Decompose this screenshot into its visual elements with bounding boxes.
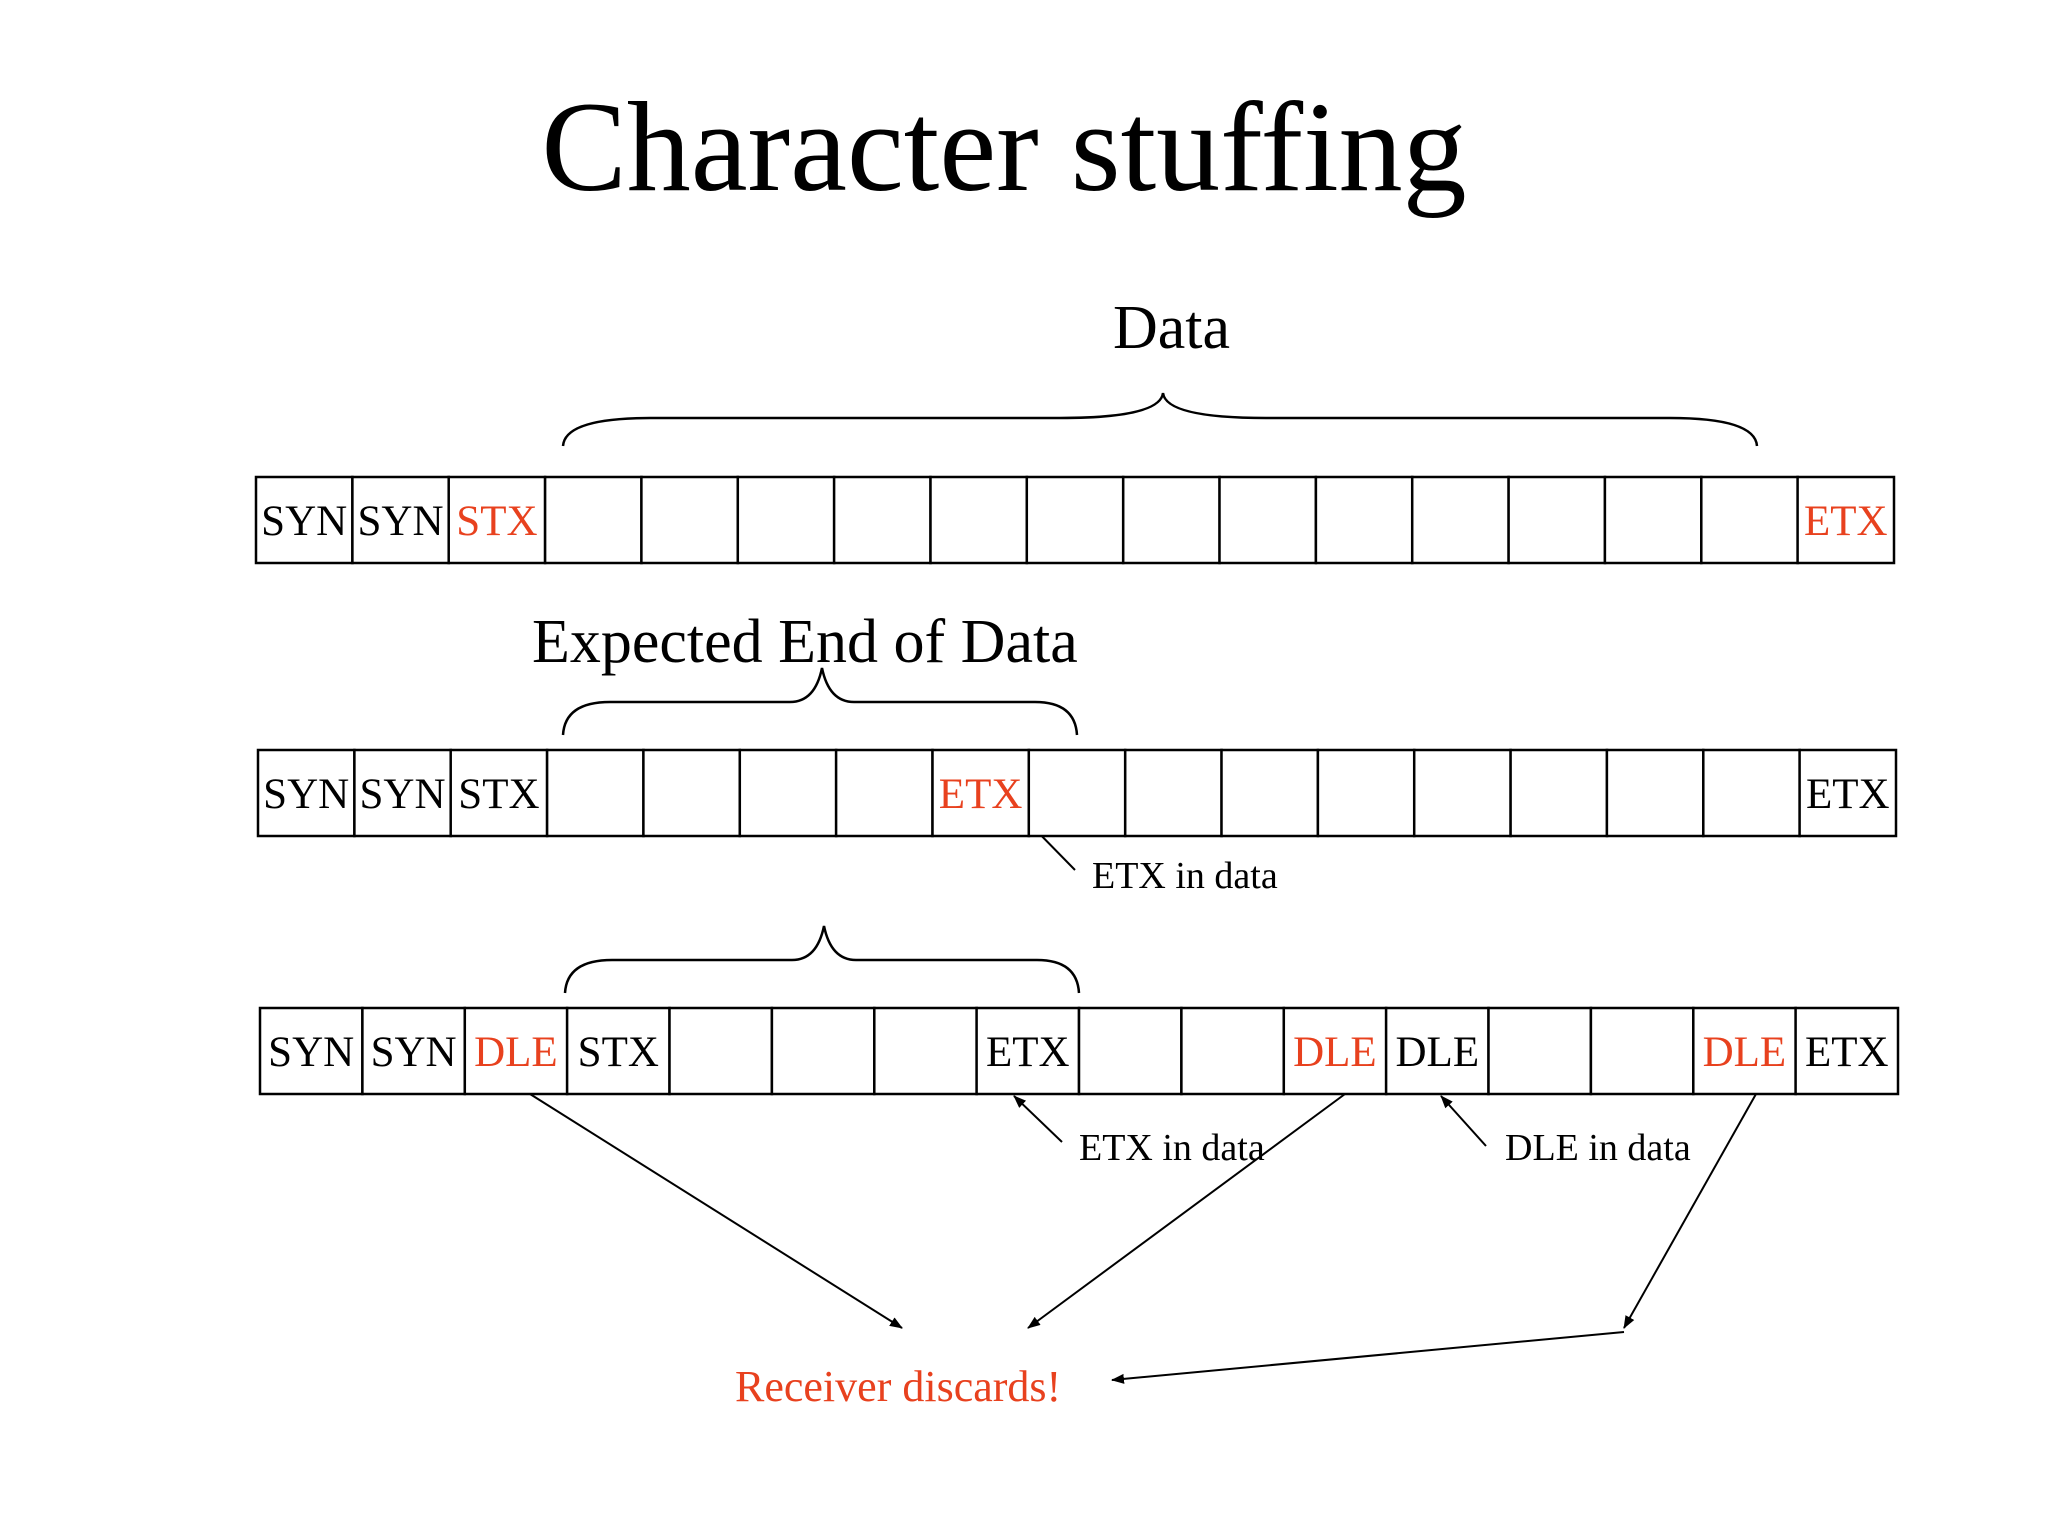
frame-cell: [353, 748, 453, 838]
frame-cell: [975, 1006, 1081, 1096]
frame-cell: [463, 1006, 569, 1096]
frame-cell-label: ETX: [986, 1029, 1070, 1076]
frame-cell: [1027, 748, 1127, 838]
etx-in-data-label-1: ETX in data: [1092, 855, 1278, 897]
stuffed-brace: [563, 925, 1081, 994]
etx-in-data-arrow-2: [1013, 1095, 1063, 1143]
frame-cell-label: STX: [578, 1029, 659, 1076]
data-label: Data: [1113, 294, 1231, 362]
frame-cell-label: SYN: [263, 771, 349, 818]
frame-cell-label: ETX: [1805, 1029, 1889, 1076]
frame-cell: [565, 1006, 671, 1096]
expected-end-label: Expected End of Data: [532, 608, 1078, 676]
frame-cell: [1316, 748, 1416, 838]
dle-in-data-label: DLE in data: [1505, 1127, 1691, 1169]
frame-cell: [1603, 475, 1703, 565]
receiver-discards-label: Receiver discards!: [735, 1362, 1062, 1411]
frame-cell: [1702, 748, 1801, 838]
frame-cell-label: ETX: [1804, 498, 1888, 545]
frame-cell-label: DLE: [1293, 1029, 1377, 1076]
frame-cell: [1077, 1006, 1183, 1096]
frame-cell: [640, 475, 740, 565]
frame-cell: [1123, 748, 1223, 838]
frame-cell: [668, 1006, 774, 1096]
frame-cell-label: SYN: [371, 1029, 457, 1076]
frame-cell: [545, 748, 645, 838]
frame-cell: [873, 1006, 978, 1096]
frame-cell-label: SYN: [359, 771, 445, 818]
frame-cell: [1798, 748, 1898, 838]
frame-cell: [1509, 748, 1609, 838]
frame-cell: [361, 1006, 467, 1096]
frame-cell: [1410, 475, 1510, 565]
data-brace: [561, 392, 1759, 447]
frame-cell: [1412, 748, 1512, 838]
frame-cell-label: DLE: [474, 1029, 558, 1076]
discard-arrow-3a: [1623, 1093, 1757, 1329]
discard-arrow-1: [529, 1093, 903, 1329]
frame-cell-label: SYN: [268, 1029, 354, 1076]
etx-in-data-label-2: ETX in data: [1079, 1127, 1265, 1169]
frame-cell: [1025, 475, 1125, 565]
frame-cell: [929, 475, 1029, 565]
frame-cell: [258, 1006, 364, 1096]
frame-cell: [832, 475, 932, 565]
frame-cell: [1692, 1006, 1797, 1096]
frame-cell: [1121, 475, 1221, 565]
frame-cell-label: SYN: [261, 498, 347, 545]
frame-cell: [1796, 475, 1896, 565]
frame-cell-label: STX: [456, 498, 537, 545]
frame-cell: [1589, 1006, 1695, 1096]
discard-arrow-3b: [1111, 1331, 1625, 1384]
frame-cell: [642, 748, 742, 838]
frame-cell: [1220, 748, 1320, 838]
frame-cell: [736, 475, 836, 565]
frame-cell: [1507, 475, 1607, 565]
discard-arrow-2: [1027, 1093, 1346, 1329]
frame-cell: [256, 748, 356, 838]
frame-stuffed: SYN SYN DLE STX ETX DLE DLE DLE ETX: [258, 1006, 1900, 1096]
frame-cell: [543, 475, 643, 565]
frame-cell: [1487, 1006, 1593, 1096]
frame-cell: [449, 748, 549, 838]
frame-cell-label: DLE: [1396, 1029, 1480, 1076]
frame-cell: [770, 1006, 876, 1096]
slide-title: Character stuffing: [541, 76, 1467, 218]
frame-cell: [1794, 1006, 1900, 1096]
frame-cell-label: ETX: [939, 771, 1023, 818]
expected-end-brace: [561, 667, 1079, 736]
frame-cell-label: SYN: [357, 498, 443, 545]
frame-cell-label: ETX: [1806, 771, 1890, 818]
frame-cell: [834, 748, 934, 838]
frame-cell: [1605, 748, 1705, 838]
frame-cell: [1180, 1006, 1286, 1096]
frame-cell-label: DLE: [1703, 1029, 1787, 1076]
frame-cell: [1700, 475, 1799, 565]
frame-cell: [254, 475, 354, 565]
frame-cell: [931, 748, 1031, 838]
frame-cell: [738, 748, 838, 838]
frame-cell: [1314, 475, 1414, 565]
frame-cell-label: STX: [458, 771, 539, 818]
frame-cell: [1218, 475, 1318, 565]
dle-in-data-arrow: [1440, 1095, 1487, 1147]
